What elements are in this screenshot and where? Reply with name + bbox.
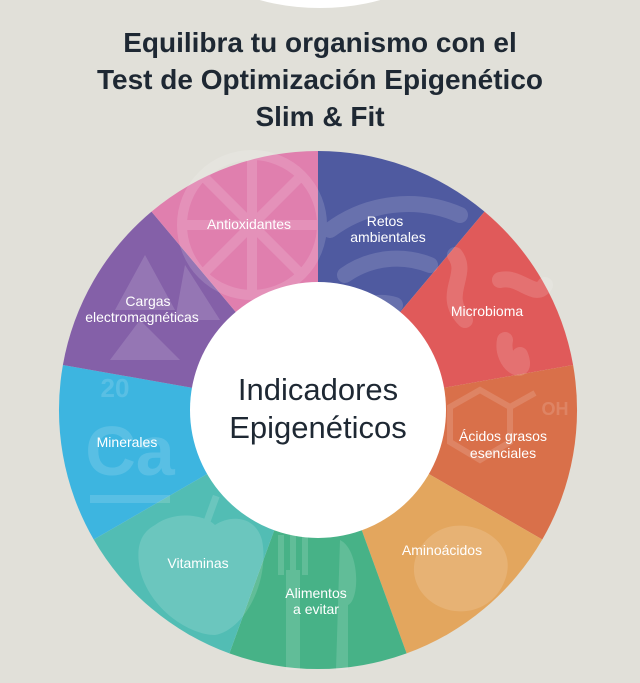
center-circle: [190, 282, 446, 538]
apple-icon: [138, 494, 264, 635]
segment-label: Alimentos: [285, 585, 346, 601]
segment-label: Antioxidantes: [207, 216, 291, 232]
segment-minerales: Minerales: [97, 434, 158, 450]
segment-alimentos-evitar: Alimentos a evitar: [285, 585, 346, 617]
segment-label: electromagnéticas: [85, 309, 199, 325]
calcium-element-icon: 20 Ca: [85, 373, 176, 503]
segment-cargas-electromagneticas: Cargas electromagnéticas: [85, 293, 199, 325]
bacteria-icon: [446, 247, 553, 376]
segment-microbioma: Microbioma: [451, 303, 524, 319]
svg-text:Ca: Ca: [85, 412, 176, 490]
segment-vitaminas: Vitaminas: [167, 555, 228, 571]
center-label-line-2: Epigenéticos: [229, 410, 407, 445]
page-title: Equilibra tu organismo con el Test de Op…: [0, 24, 640, 135]
title-line-3: Slim & Fit: [255, 101, 385, 132]
segment-label: Vitaminas: [167, 555, 228, 571]
title-line-2: Test de Optimización Epigenético: [97, 64, 543, 95]
center-label-line-1: Indicadores: [238, 372, 398, 407]
top-decorative-circle: [200, 0, 440, 8]
fork-knife-icon: [278, 535, 357, 670]
segment-label: Ácidos grasos: [459, 428, 547, 444]
segment-aminoacidos: Aminoácidos: [402, 542, 482, 558]
radiation-icon: [110, 255, 220, 360]
svg-text:OH: OH: [542, 399, 569, 419]
segment-label: Retos: [367, 213, 404, 229]
segment-label: Cargas: [125, 293, 170, 309]
egg-icon: [413, 525, 508, 612]
segment-label: ambientales: [350, 229, 426, 245]
segment-label: Minerales: [97, 434, 158, 450]
segment-retos-ambientales: Retos ambientales: [350, 213, 426, 245]
segment-label: a evitar: [293, 601, 339, 617]
title-line-1: Equilibra tu organismo con el: [123, 27, 517, 58]
segment-label: esenciales: [470, 445, 536, 461]
citrus-slice-icon: [177, 150, 327, 300]
svg-text:20: 20: [101, 373, 130, 403]
segment-acidos-grasos: Ácidos grasos esenciales: [459, 428, 547, 461]
segment-antioxidantes: Antioxidantes: [207, 216, 291, 232]
molecule-icon: OH: [447, 386, 569, 464]
segment-label: Microbioma: [451, 303, 524, 319]
wheel-segment-alimentos-evitar: [229, 410, 407, 670]
segment-label: Aminoácidos: [402, 542, 482, 558]
